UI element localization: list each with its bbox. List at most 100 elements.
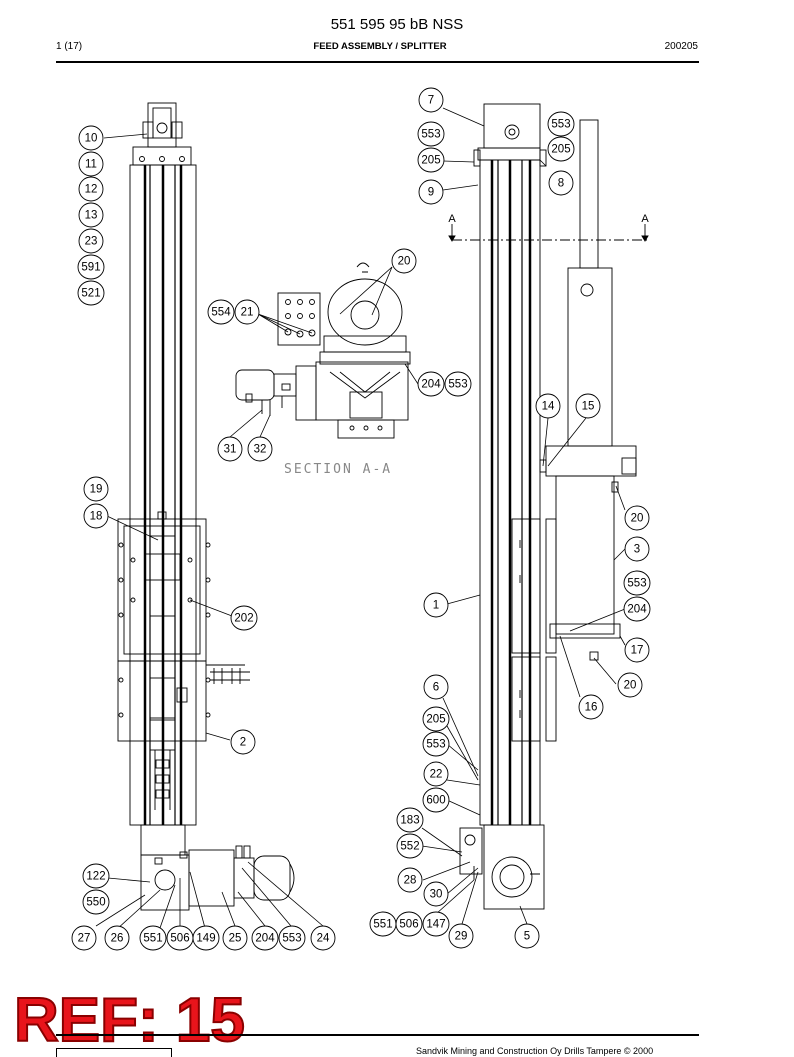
callout-circle: [78, 202, 104, 228]
callout-553: 553: [417, 121, 445, 147]
callout-circle: [624, 536, 650, 562]
callout-552: 552: [396, 833, 424, 859]
callout-label: 591: [81, 262, 100, 274]
callout-30: 30: [423, 881, 449, 907]
callout-circle: [83, 503, 109, 529]
callout-label: 16: [585, 702, 598, 714]
callout-550: 550: [82, 889, 110, 915]
callout-label: 11: [85, 159, 97, 171]
callout-label: 205: [421, 155, 440, 167]
callout-label: 551: [373, 919, 392, 931]
callout-circle: [83, 476, 109, 502]
callout-circle: [77, 254, 105, 280]
callout-553: 553: [278, 925, 306, 951]
callout-label: 12: [85, 184, 98, 196]
callout-circle: [78, 125, 104, 151]
callout-circle: [82, 889, 110, 915]
callout-circle: [535, 393, 561, 419]
callout-circle: [548, 170, 574, 196]
callout-label: 13: [85, 210, 98, 222]
callout-12: 12: [78, 176, 104, 202]
callout-label: 14: [542, 401, 555, 413]
callout-553: 553: [422, 731, 450, 757]
callout-600: 600: [422, 787, 450, 813]
callout-label: 550: [86, 897, 105, 909]
callout-label: 17: [631, 645, 644, 657]
callout-circle: [230, 605, 258, 631]
callout-25: 25: [222, 925, 248, 951]
callout-circle: [391, 248, 417, 274]
callout-label: 15: [582, 401, 595, 413]
callout-circle: [395, 911, 423, 937]
page-indicator: 1 (17): [56, 41, 83, 52]
callout-label: 21: [241, 307, 254, 319]
callout-circle: [78, 228, 104, 254]
callout-26: 26: [104, 925, 130, 951]
callout-label: 183: [400, 815, 419, 827]
callout-591: 591: [77, 254, 105, 280]
callout-circle: [423, 761, 449, 787]
callout-label: 204: [421, 379, 441, 391]
callout-553: 553: [547, 111, 575, 137]
callout-20: 20: [617, 672, 643, 698]
callout-circle: [422, 787, 450, 813]
callout-521: 521: [77, 280, 105, 306]
section-marker-left: A: [448, 213, 456, 225]
callout-24: 24: [310, 925, 336, 951]
callout-label: 24: [317, 933, 330, 945]
callout-19: 19: [83, 476, 109, 502]
callout-circle: [207, 299, 235, 325]
callout-7: 7: [418, 87, 444, 113]
leader-lines: [95, 107, 626, 931]
callout-label: 600: [426, 795, 445, 807]
callout-label: 553: [551, 119, 570, 131]
callout-label: 27: [78, 933, 91, 945]
callout-circle: [575, 393, 601, 419]
callout-circle: [623, 570, 651, 596]
callout-circle: [222, 925, 248, 951]
callout-circle: [422, 731, 450, 757]
callout-circle: [417, 147, 445, 173]
callout-506: 506: [166, 925, 194, 951]
callout-147: 147: [422, 911, 450, 937]
callout-21: 21: [234, 299, 260, 325]
callout-11: 11: [78, 151, 104, 177]
callout-circle: [247, 436, 273, 462]
callout-label: 26: [111, 933, 124, 945]
callout-label: 20: [631, 513, 644, 525]
callout-circle: [77, 280, 105, 306]
callout-149: 149: [192, 925, 220, 951]
footer-copyright: Sandvik Mining and Construction Oy Drill…: [416, 1046, 654, 1056]
callout-204: 204: [251, 925, 279, 951]
callout-202: 202: [230, 605, 258, 631]
callout-label: 204: [627, 604, 647, 616]
callout-label: 122: [86, 871, 105, 883]
callout-circle: [217, 436, 243, 462]
callout-label: 28: [404, 875, 417, 887]
callout-label: 19: [90, 484, 103, 496]
callout-2: 2: [230, 729, 256, 755]
callout-label: 29: [455, 931, 468, 943]
callout-label: 552: [400, 841, 419, 853]
callout-label: 3: [634, 544, 640, 556]
callout-551: 551: [369, 911, 397, 937]
callout-label: 6: [433, 682, 439, 694]
callout-label: 521: [81, 288, 100, 300]
callout-circle: [78, 176, 104, 202]
section-cut-line: [448, 224, 650, 242]
callout-551: 551: [139, 925, 167, 951]
callout-16: 16: [578, 694, 604, 720]
callout-label: 553: [627, 578, 646, 590]
ref-stamp: REF: 15: [13, 986, 246, 1055]
callout-label: 5: [524, 931, 530, 943]
callout-205: 205: [417, 147, 445, 173]
callout-554: 554: [207, 299, 235, 325]
callout-circle: [78, 151, 104, 177]
callout-14: 14: [535, 393, 561, 419]
callout-32: 32: [247, 436, 273, 462]
callout-circle: [82, 863, 110, 889]
callout-label: 554: [211, 307, 231, 319]
callout-label: 506: [170, 933, 189, 945]
callout-31: 31: [217, 436, 243, 462]
callout-10: 10: [78, 125, 104, 151]
